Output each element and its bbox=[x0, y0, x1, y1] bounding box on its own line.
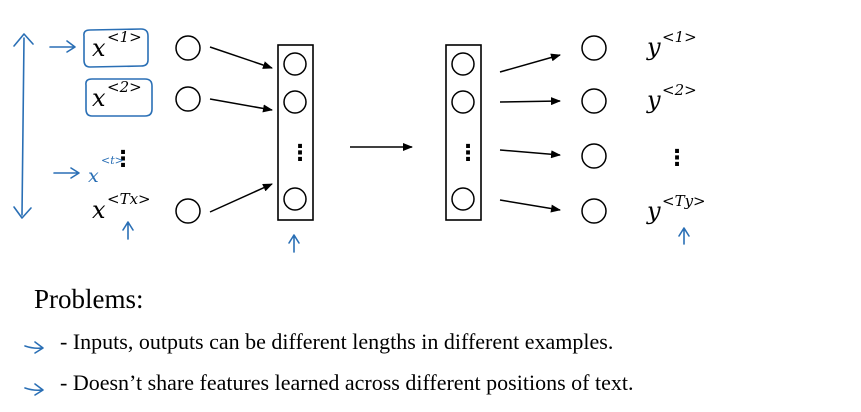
output-node-ty bbox=[581, 198, 607, 224]
bullet-arrow-1-icon bbox=[24, 341, 44, 354]
hidden-layer-2-box bbox=[445, 44, 482, 221]
output-label-1: y <1> bbox=[646, 28, 697, 61]
problems-heading: Problems: bbox=[34, 284, 144, 314]
output-label-ty: y <Ty> bbox=[646, 192, 706, 225]
output-node-3 bbox=[581, 143, 607, 169]
handwritten-x-base: x bbox=[88, 165, 99, 187]
highlight-box-input-1 bbox=[83, 28, 149, 68]
input-label-2: x <2> bbox=[92, 78, 142, 112]
input-2-superscript: <2> bbox=[107, 78, 142, 96]
problem-item-1: - Inputs, outputs can be different lengt… bbox=[60, 329, 614, 354]
pointer-arrow-ty bbox=[678, 227, 690, 245]
arrow-network-to-output-2 bbox=[499, 97, 561, 106]
pointer-arrow-input-1 bbox=[49, 40, 76, 53]
hidden-layer-2: ⋮ bbox=[445, 44, 482, 221]
hidden-layer-1: ⋮ bbox=[277, 44, 314, 221]
output-node-2 bbox=[581, 88, 607, 114]
input-ellipsis: ⋮ bbox=[112, 147, 134, 172]
hidden-layer-2-unit-1 bbox=[451, 52, 475, 76]
input-label-1: x <1> bbox=[92, 28, 142, 62]
hidden-layer-1-unit-n bbox=[283, 187, 307, 211]
input-tx-superscript: <Tx> bbox=[107, 190, 151, 208]
input-node-1 bbox=[175, 35, 201, 61]
hidden-layer-2-unit-2 bbox=[451, 90, 475, 114]
double-arrow-bottom-head bbox=[13, 206, 32, 219]
handwritten-x-t-label: x <t> bbox=[88, 154, 124, 187]
output-label-2: y <2> bbox=[646, 81, 697, 114]
hidden-layer-1-ellipsis: ⋮ bbox=[289, 141, 311, 166]
output-ty-base: y bbox=[646, 197, 661, 225]
pointer-arrow-layer-1 bbox=[288, 234, 300, 253]
input-1-superscript: <1> bbox=[107, 28, 142, 46]
output-node-1 bbox=[581, 35, 607, 61]
arrow-input-1-to-network bbox=[209, 46, 273, 69]
hidden-layer-2-unit-n bbox=[451, 187, 475, 211]
problem-item-2: - Doesn’t share features learned across … bbox=[60, 370, 634, 395]
output-2-superscript: <2> bbox=[662, 81, 697, 99]
output-ellipsis: ⋮ bbox=[666, 146, 688, 171]
input-tx-base: x bbox=[92, 196, 106, 224]
input-node-tx bbox=[175, 198, 201, 224]
arrow-network-to-output-ty bbox=[499, 199, 561, 213]
output-1-superscript: <1> bbox=[662, 28, 697, 46]
output-1-base: y bbox=[646, 33, 661, 61]
rnn-motivation-diagram: x <1> x <2> ⋮ x <Tx> ⋮ ⋮ bbox=[13, 28, 706, 253]
arrow-network-to-output-1 bbox=[499, 53, 561, 73]
handwritten-t-superscript: <t> bbox=[101, 154, 124, 167]
input-1-base: x bbox=[92, 34, 106, 62]
input-node-2 bbox=[175, 86, 201, 112]
output-2-base: y bbox=[646, 86, 661, 114]
arrow-input-2-to-network bbox=[209, 98, 273, 113]
arrow-input-tx-to-network bbox=[209, 183, 273, 213]
pointer-arrow-input-t bbox=[53, 167, 80, 179]
sequence-length-double-arrow bbox=[21, 37, 25, 216]
highlight-box-input-2 bbox=[85, 78, 153, 117]
bullet-arrow-2-icon bbox=[24, 383, 44, 396]
input-label-tx: x <Tx> bbox=[92, 190, 151, 224]
pointer-arrow-tx bbox=[122, 221, 134, 240]
hidden-layer-1-unit-1 bbox=[283, 52, 307, 76]
handwritten-annotations bbox=[13, 28, 690, 253]
hidden-layer-1-unit-2 bbox=[283, 90, 307, 114]
input-2-base: x bbox=[92, 84, 106, 112]
output-ty-superscript: <Ty> bbox=[662, 192, 706, 210]
hidden-layer-1-box bbox=[277, 44, 314, 221]
arrow-network-to-output-3 bbox=[499, 149, 561, 159]
hidden-layer-2-ellipsis: ⋮ bbox=[457, 141, 479, 166]
double-arrow-top-head bbox=[13, 33, 34, 47]
